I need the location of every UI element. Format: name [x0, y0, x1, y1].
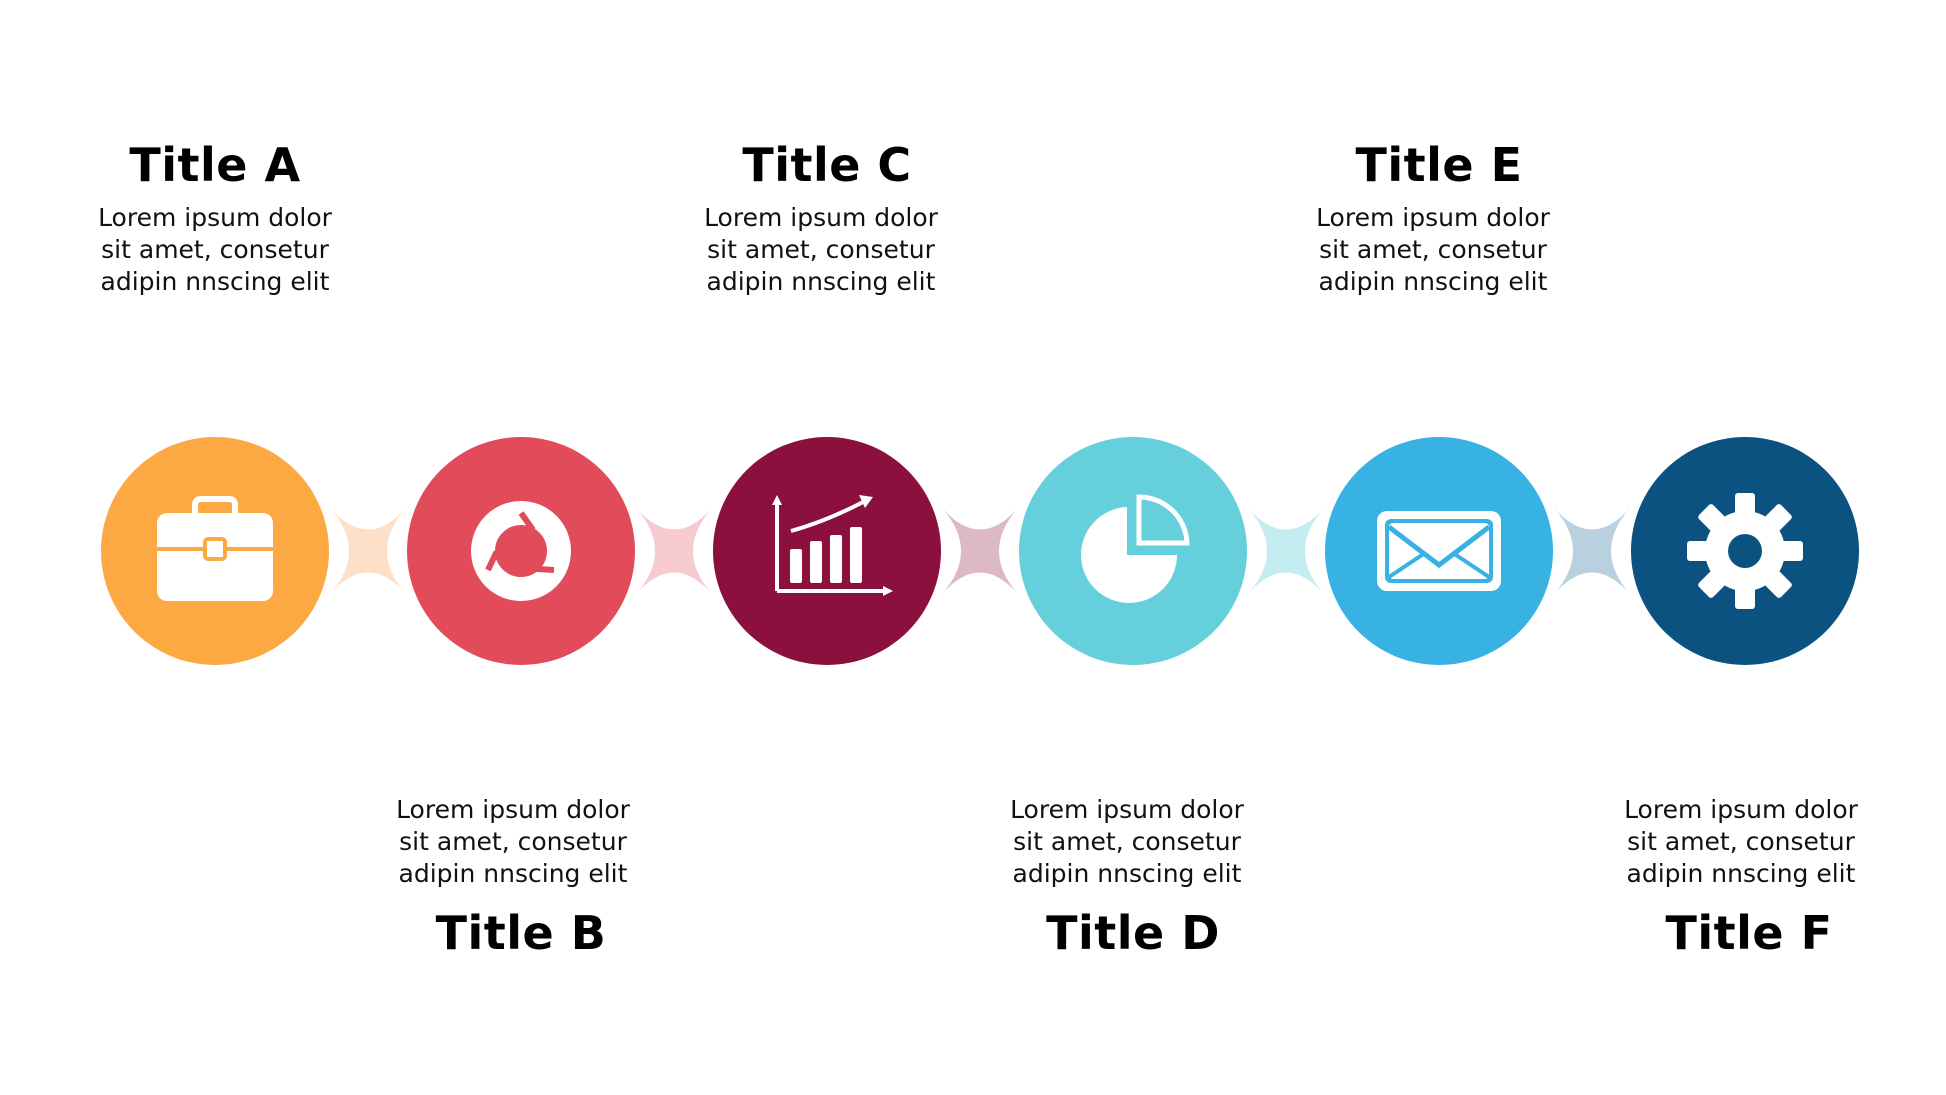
step-d-description: Lorem ipsum dolor sit amet, consetur adi…	[957, 794, 1297, 890]
step-a-description: Lorem ipsum dolor sit amet, consetur adi…	[45, 202, 385, 298]
step-f-line-2: sit amet, consetur	[1627, 827, 1855, 856]
step-a-title: Title A	[129, 138, 301, 192]
step-d-line-2: sit amet, consetur	[1013, 827, 1241, 856]
step-d-title: Title D	[1046, 906, 1220, 960]
step-b-line-1: Lorem ipsum dolor	[396, 795, 630, 824]
connector-b-c	[636, 508, 712, 594]
step-c-line-2: sit amet, consetur	[707, 235, 935, 264]
envelope-icon	[1377, 511, 1501, 591]
step-c-line-1: Lorem ipsum dolor	[704, 203, 938, 232]
step-c-line-3: adipin nnscing elit	[706, 267, 936, 296]
step-a-line-1: Lorem ipsum dolor	[98, 203, 332, 232]
step-b-line-2: sit amet, consetur	[399, 827, 627, 856]
step-a-line-2: sit amet, consetur	[101, 235, 329, 264]
connector-d-e	[1248, 508, 1324, 594]
step-e-line-1: Lorem ipsum dolor	[1316, 203, 1550, 232]
step-b-line-3: adipin nnscing elit	[398, 859, 628, 888]
step-b-circle	[407, 437, 635, 665]
step-f-line-3: adipin nnscing elit	[1626, 859, 1856, 888]
step-a-line-3: adipin nnscing elit	[100, 267, 330, 296]
step-f-title: Title F	[1665, 906, 1833, 960]
cycle-arrows-icon	[471, 501, 571, 601]
step-f-line-1: Lorem ipsum dolor	[1624, 795, 1858, 824]
bar-chart-icon	[772, 495, 893, 596]
step-b-description: Lorem ipsum dolor sit amet, consetur adi…	[343, 794, 683, 890]
step-d-circle	[1019, 437, 1247, 665]
briefcase-icon	[157, 496, 273, 601]
step-b-title: Title B	[435, 906, 607, 960]
step-e-line-3: adipin nnscing elit	[1318, 267, 1548, 296]
step-c-title: Title C	[742, 138, 912, 192]
step-d-line-1: Lorem ipsum dolor	[1010, 795, 1244, 824]
step-e-title: Title E	[1355, 138, 1523, 192]
connector-e-f	[1554, 508, 1630, 594]
step-c-circle	[713, 437, 941, 665]
step-f-description: Lorem ipsum dolor sit amet, consetur adi…	[1571, 794, 1911, 890]
step-e-description: Lorem ipsum dolor sit amet, consetur adi…	[1263, 202, 1603, 298]
connector-a-b	[330, 508, 406, 594]
step-d-line-3: adipin nnscing elit	[1012, 859, 1242, 888]
pie-chart-icon	[1081, 494, 1190, 603]
connector-c-d	[942, 508, 1018, 594]
gear-icon	[1687, 493, 1803, 609]
step-e-line-2: sit amet, consetur	[1319, 235, 1547, 264]
step-c-description: Lorem ipsum dolor sit amet, consetur adi…	[651, 202, 991, 298]
